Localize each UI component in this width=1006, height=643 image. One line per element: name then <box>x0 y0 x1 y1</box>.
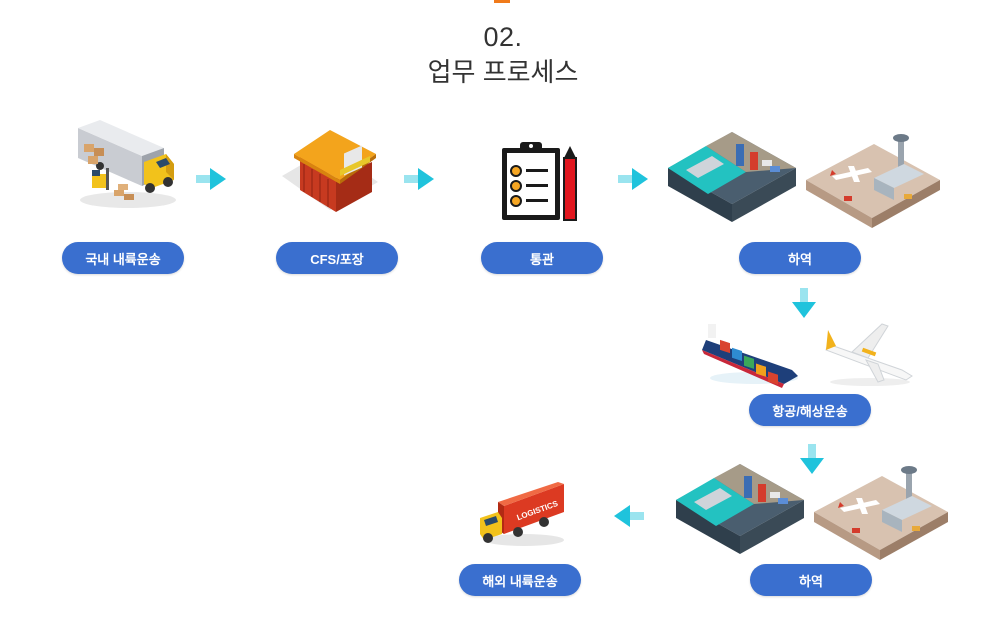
airplane-icon <box>825 323 913 386</box>
page-title: 업무 프로세스 <box>427 57 579 87</box>
arrow-left-icon <box>614 505 644 527</box>
accent-bar <box>494 0 510 3</box>
cargo-ship-icon <box>702 324 798 388</box>
arrow-down-icon <box>792 288 816 318</box>
clipboard-checklist-icon <box>502 142 577 221</box>
step-customs-label: 통관 <box>481 242 603 274</box>
step-cfs-packing-label: CFS/포장 <box>276 242 398 274</box>
airport-icon <box>814 466 948 560</box>
step-overseas-transport-label: 해외 내륙운송 <box>459 564 581 596</box>
arrow-right-icon <box>196 168 226 190</box>
arrow-right-icon <box>404 168 434 190</box>
step-air-sea-transport-label: 항공/해상운송 <box>749 394 871 426</box>
arrow-down-icon <box>800 444 824 474</box>
step-domestic-transport-label: 국내 내륙운송 <box>62 242 184 274</box>
truck-loading-icon <box>78 120 176 208</box>
arrow-right-icon <box>618 168 648 190</box>
airport-icon <box>806 134 940 228</box>
step-unloading-label: 하역 <box>750 564 872 596</box>
port-icon <box>668 132 796 222</box>
port-icon <box>676 464 804 554</box>
warehouse-icon <box>282 130 378 212</box>
logistics-truck-icon: LOGISTICS <box>480 482 564 546</box>
step-unloading-label: 하역 <box>739 242 861 274</box>
section-number: 02. <box>483 22 523 52</box>
